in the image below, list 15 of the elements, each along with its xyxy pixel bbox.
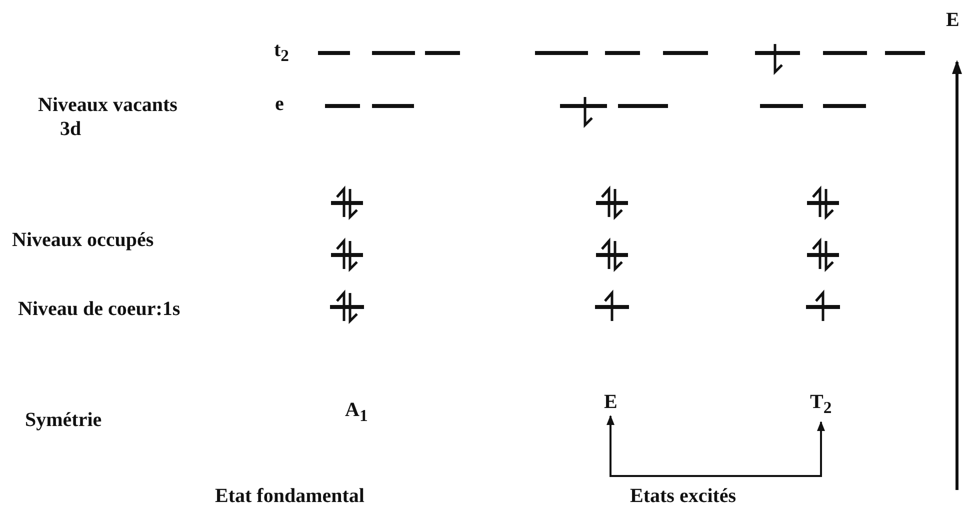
symmetry-label: T$_{2}$ — [810, 390, 832, 420]
axis-label: E — [946, 8, 960, 32]
symmetry-label: E — [604, 390, 618, 414]
row-label: Niveau de coeur:1s — [18, 297, 180, 321]
level-label: t$_{2}$ — [274, 38, 289, 67]
row-label: Niveaux occupés — [12, 228, 154, 252]
row-label: 3d — [60, 117, 82, 141]
state-label: Etats excités — [630, 484, 736, 508]
row-label: Niveaux vacants — [38, 93, 178, 117]
row-label: Symétrie — [25, 408, 102, 432]
arrow — [606, 415, 683, 477]
arrow — [683, 421, 825, 477]
symmetry-label: A$_{1}$ — [345, 398, 368, 427]
state-label: Etat fondamental — [215, 484, 364, 508]
level-label: e — [275, 92, 284, 116]
